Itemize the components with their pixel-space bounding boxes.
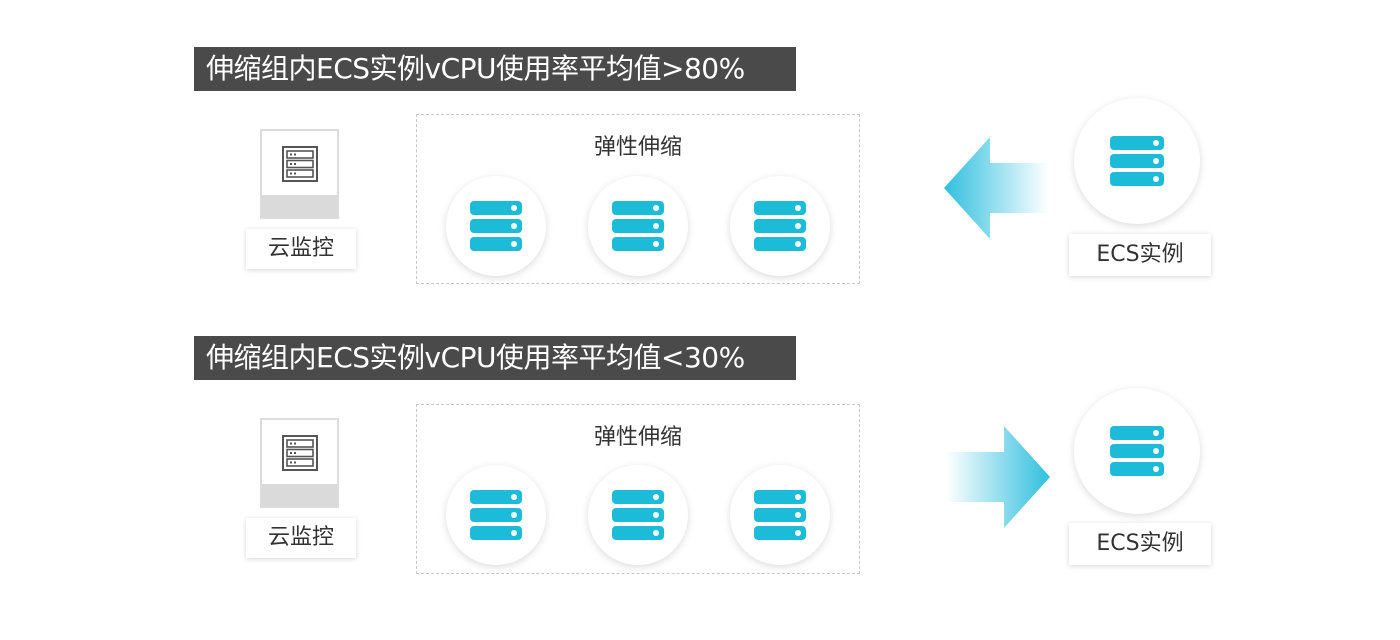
scale-in-condition-banner: 伸缩组内ECS实例vCPU使用率平均值<30%: [194, 336, 796, 380]
cloud-monitor-icon: [260, 129, 339, 219]
scaling-instance-server-icon: [588, 176, 688, 276]
cloud-monitor-label: 云监控: [246, 518, 356, 558]
auto-scaling-group: 弹性伸缩: [416, 114, 860, 284]
auto-scaling-group-title: 弹性伸缩: [593, 135, 682, 160]
ecs-instance-label: ECS实例: [1069, 523, 1211, 565]
ecs-instance-server-icon: [1074, 98, 1200, 224]
scaling-instance-server-icon: [446, 176, 546, 276]
scaling-instance-server-icon: [588, 465, 688, 565]
auto-scaling-group-title: 弹性伸缩: [593, 425, 682, 450]
scaling-instance-server-icon: [730, 176, 830, 276]
ecs-instance-server-icon: [1074, 388, 1200, 514]
scaling-instance-server-icon: [730, 465, 830, 565]
cloud-monitor-icon: [260, 418, 339, 508]
scale-out-condition-banner: 伸缩组内ECS实例vCPU使用率平均值>80%: [194, 47, 796, 91]
scale-out-arrow-left-icon: [944, 137, 1048, 239]
auto-scaling-group: 弹性伸缩: [416, 404, 860, 574]
ecs-instance-label: ECS实例: [1069, 234, 1211, 276]
scale-in-arrow-right-icon: [946, 426, 1050, 528]
cloud-monitor-label: 云监控: [246, 229, 356, 269]
scaling-instance-server-icon: [446, 465, 546, 565]
